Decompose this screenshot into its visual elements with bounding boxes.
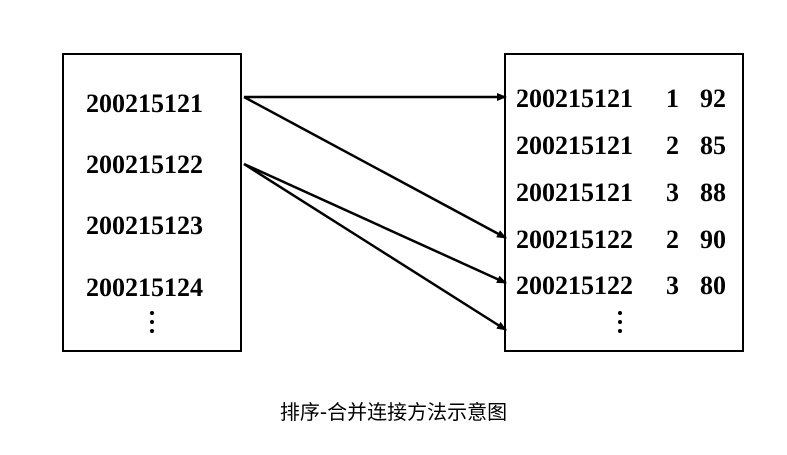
right-row-4-cno: 2 <box>666 225 679 254</box>
right-row-5: 200215122 3 80 <box>516 273 740 299</box>
right-row-4: 200215122 2 90 <box>516 227 740 253</box>
right-row-1-sno: 200215121 <box>516 84 633 113</box>
student-table-box: 200215121 200215122 200215123 200215124 <box>62 53 242 352</box>
right-row-5-grade: 80 <box>700 271 726 300</box>
right-row-2-grade: 85 <box>700 131 726 160</box>
arrow-4 <box>243 162 507 332</box>
figure-caption: 排序-合并连接方法示意图 <box>279 400 508 424</box>
right-row-1-grade: 92 <box>700 84 726 113</box>
right-row-5-cno: 3 <box>666 271 679 300</box>
left-id-1: 200215121 <box>86 89 203 118</box>
right-row-2-sno: 200215121 <box>516 131 633 160</box>
right-row-3: 200215121 3 88 <box>516 180 740 206</box>
right-row-3-cno: 3 <box>666 178 679 207</box>
right-row-1-cno: 1 <box>666 84 679 113</box>
arrow-3 <box>243 162 507 285</box>
right-row-3-grade: 88 <box>700 178 726 207</box>
right-row-2: 200215121 2 85 <box>516 133 740 159</box>
right-row-4-sno: 200215122 <box>516 225 633 254</box>
right-row-2-cno: 2 <box>666 131 679 160</box>
left-id-3: 200215123 <box>86 211 203 240</box>
right-row-3-sno: 200215121 <box>516 178 633 207</box>
right-ellipsis-dots <box>618 311 622 338</box>
left-ellipsis-dots <box>150 311 154 338</box>
arrow-2 <box>243 95 507 240</box>
right-row-1: 200215121 1 92 <box>516 86 740 112</box>
right-row-5-sno: 200215122 <box>516 271 633 300</box>
right-row-4-grade: 90 <box>700 225 726 254</box>
left-id-4: 200215124 <box>86 273 203 302</box>
left-id-2: 200215122 <box>86 150 203 179</box>
sc-table-box: 200215121 1 92 200215121 2 85 200215121 3 88 2… <box>504 53 744 352</box>
